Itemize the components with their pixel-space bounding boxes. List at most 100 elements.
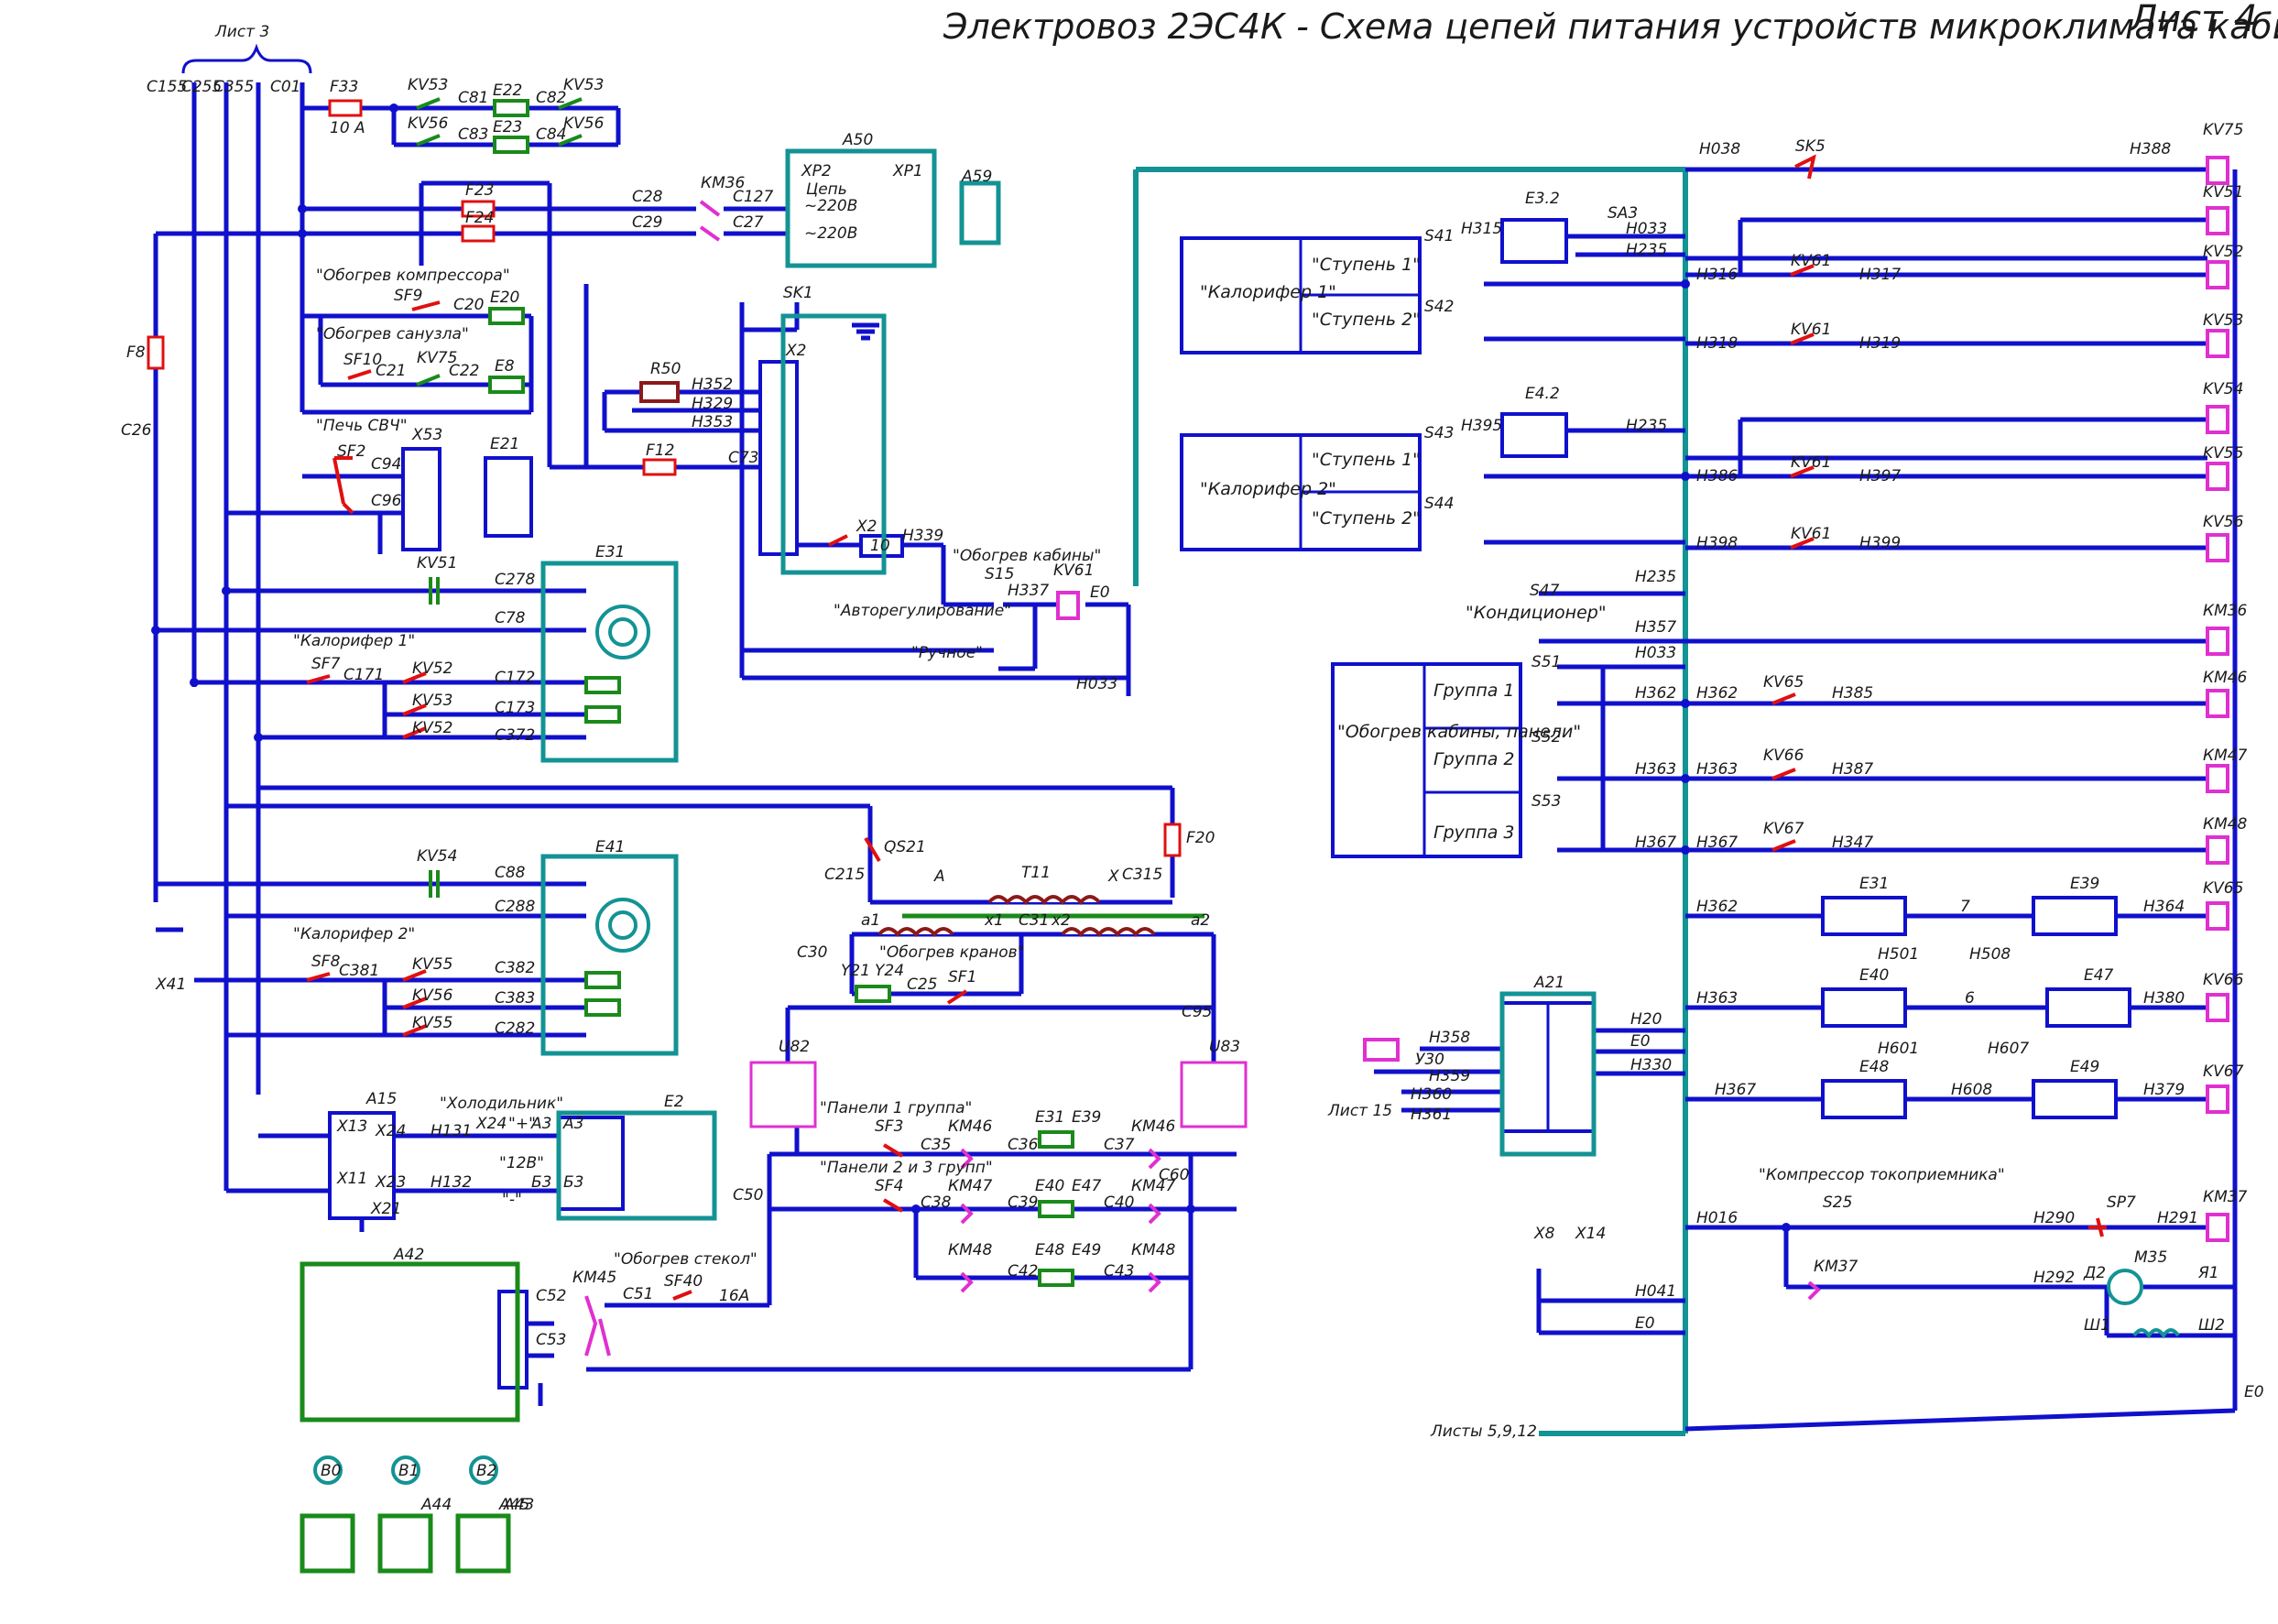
label-e31b: E31 (1035, 1108, 1064, 1127)
label-km47b: КМ47 (1131, 1177, 1176, 1195)
block-a43 (300, 1513, 355, 1574)
label-s42: S42 (1424, 298, 1454, 316)
label-n385: Н385 (1832, 684, 1873, 703)
label-c88: С88 (495, 864, 526, 882)
heater-e31-e39 (1038, 1130, 1074, 1149)
label-kv52r: KV52 (2203, 243, 2243, 261)
label-sf2: SF2 (337, 442, 365, 461)
motor-e41 (595, 898, 650, 953)
label-e31: E31 (595, 543, 625, 561)
contact-km45 (584, 1295, 611, 1357)
fuse-f33 (328, 99, 363, 117)
junction-dot (1681, 472, 1690, 481)
label-obstek: "Обогрев стекол" (614, 1250, 758, 1269)
label-sf1: SF1 (948, 968, 976, 986)
label-e39: E39 (1072, 1108, 1101, 1127)
label-minus: "-" (502, 1191, 522, 1209)
thermostat-sk5 (1794, 154, 1816, 180)
label-c255: С255 (181, 78, 222, 96)
label-a50: А50 (842, 131, 873, 149)
label-n337: Н337 (1008, 582, 1049, 600)
motor-e31 (595, 605, 650, 659)
label-y24: Y24 (875, 962, 904, 980)
sheet-3-brace (181, 43, 312, 74)
label-n291: Н291 (2157, 1209, 2198, 1227)
label-n132: Н132 (431, 1173, 472, 1192)
label-kv65: KV65 (1763, 673, 1804, 692)
label-st2a: "Ступень 2" (1312, 310, 1421, 330)
label-m35: М35 (2134, 1248, 2167, 1267)
label-a3a: A3 (530, 1115, 551, 1133)
breaker-sf2 (332, 456, 354, 515)
label-kv55a: KV55 (412, 955, 452, 974)
label-f12: F12 (646, 441, 674, 460)
block-e41 (540, 854, 679, 1056)
label-n033b: Н033 (1626, 220, 1667, 238)
label-c52: С52 (536, 1287, 567, 1305)
switch-sf7 (306, 674, 331, 684)
connector-x53 (401, 447, 441, 551)
label-a42: А42 (393, 1246, 424, 1264)
label-pan1: "Панели 1 группа" (820, 1099, 972, 1117)
junction-dots (151, 104, 1791, 1232)
switch-sf1 (946, 989, 968, 1005)
contact-kv53-b (558, 97, 583, 110)
junction-dot (389, 104, 398, 113)
label-n315: Н315 (1461, 220, 1502, 238)
label-sh2: Ш2 (2198, 1316, 2225, 1335)
label-n367c: Н367 (1715, 1081, 1756, 1099)
junction-dot (1186, 1204, 1195, 1214)
label-e41: E41 (595, 838, 625, 856)
label-e42: E4.2 (1525, 385, 1560, 403)
label-e0b: Е0 (1630, 1032, 1651, 1051)
label-x24b: Х24 (475, 1115, 507, 1133)
label-e23: E23 (493, 118, 522, 136)
label-n367b: Н367 (1696, 834, 1738, 852)
label-n317: Н317 (1859, 266, 1901, 284)
label-kv51r: KV51 (2203, 183, 2243, 202)
junction-dot (1681, 699, 1690, 708)
label-k1: "Калорифер 1" (1200, 282, 1336, 302)
label-n601: Н601 (1878, 1040, 1919, 1058)
label-c42: С42 (1008, 1262, 1039, 1281)
fuse-f20 (1163, 823, 1182, 857)
winding-m35 (2132, 1328, 2180, 1339)
label-kv55b: KV55 (412, 1014, 452, 1032)
label-s52: S52 (1531, 728, 1561, 747)
coil-kv65 (2206, 901, 2229, 931)
ref-sheet-3: Лист 3 (214, 23, 269, 41)
label-n330: Н330 (1630, 1056, 1672, 1074)
label-n316: Н316 (1696, 266, 1738, 284)
label-a44: А44 (420, 1496, 452, 1514)
label-c37: С37 (1104, 1136, 1135, 1154)
switch-sf10 (347, 369, 372, 380)
junction-dot (151, 626, 160, 635)
label-kv61b: KV61 (1791, 321, 1831, 339)
valve-u30 (1363, 1038, 1400, 1062)
resistor-r50 (639, 381, 680, 403)
label-n607: Н607 (1988, 1040, 2029, 1058)
label-a59: А59 (961, 168, 992, 186)
junction-dot (1681, 279, 1690, 289)
label-b3a: Б3 (531, 1173, 551, 1192)
label-kal2: "Калорифер 2" (293, 925, 415, 943)
label-s15: S15 (985, 565, 1014, 583)
label-kv52b: KV52 (412, 719, 452, 737)
coil-kv53 (2206, 329, 2229, 358)
label-e21: E21 (490, 435, 519, 453)
label-km36: КМ36 (701, 174, 746, 192)
label-c383: С383 (495, 989, 535, 1008)
label-n362c: Н362 (1696, 898, 1738, 916)
label-c155: С155 (147, 78, 187, 96)
label-c28: С28 (632, 188, 663, 206)
contact-kv54 (429, 870, 440, 898)
label-kv75: KV75 (417, 349, 457, 367)
label-x21: Х21 (370, 1200, 401, 1218)
label-x2: Х2 (785, 342, 806, 360)
junction-dot (1681, 845, 1690, 855)
switch-qs21 (864, 836, 881, 863)
contact-kv67 (1771, 839, 1796, 852)
label-obpan: "Обогрев кабины, панели" (1337, 722, 1581, 742)
contact-kv51 (429, 577, 440, 605)
